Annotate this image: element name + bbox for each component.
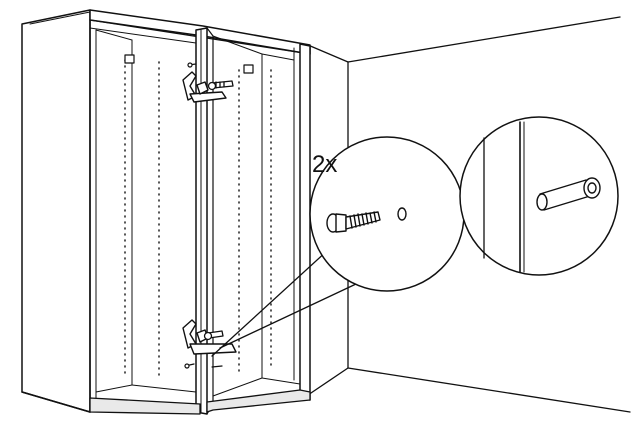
screw-icon <box>203 330 224 341</box>
callout-leader <box>211 249 357 357</box>
wardrobe-base <box>89 397 201 415</box>
hinge-icon <box>182 71 227 103</box>
pin-icon <box>536 177 601 211</box>
pin-icon <box>184 363 223 369</box>
upper-hinge-assembly <box>182 62 234 103</box>
screw-detail-callout: 2x <box>309 136 465 292</box>
pin-icon <box>187 62 197 68</box>
washer-icon <box>397 207 407 221</box>
wardrobe-left-side-panel <box>21 9 91 413</box>
quantity-label: 2x <box>312 151 337 178</box>
screw-icon <box>207 80 234 91</box>
wardrobe-right-side-panel <box>299 43 311 401</box>
wardrobe <box>21 9 311 415</box>
screw-icon <box>326 211 381 233</box>
wardrobe-back-panel <box>92 18 205 398</box>
pin-detail-callout <box>459 116 619 276</box>
